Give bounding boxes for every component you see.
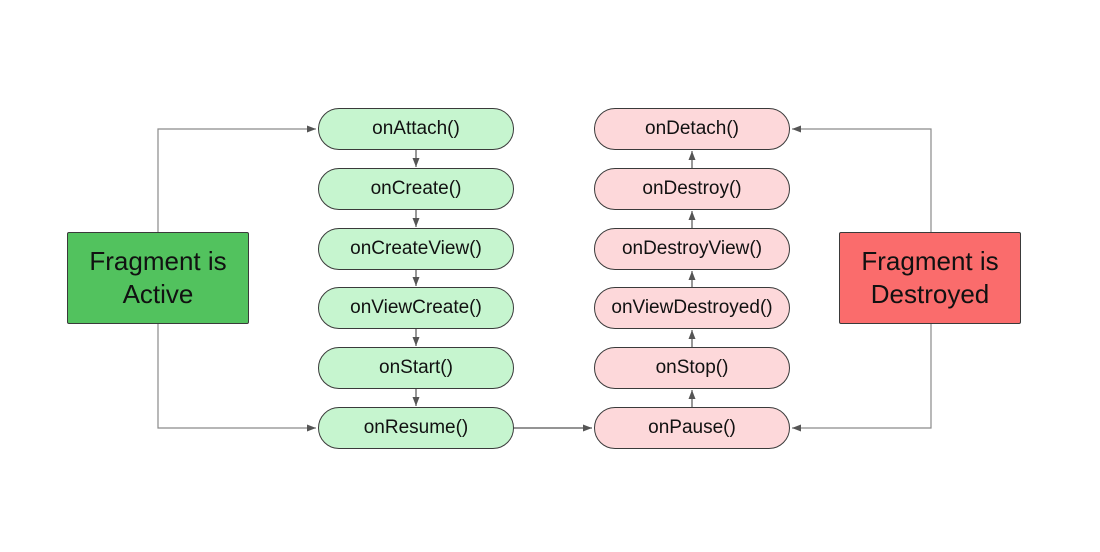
onpause-label: onPause() <box>648 417 736 438</box>
onstop-label: onStop() <box>655 357 729 378</box>
active-to-onattach-connector <box>157 125 316 232</box>
oncreateview-node: onCreateView() <box>318 228 514 270</box>
fragment-destroyed-label: Fragment is Destroyed <box>861 246 999 309</box>
ondestroyview-label: onDestroyView() <box>621 238 763 259</box>
ondestroy-label: onDestroy() <box>642 178 742 199</box>
onattach-label: onAttach() <box>372 118 460 139</box>
ondetach-label: onDetach() <box>645 118 739 139</box>
fragment-active-label: Fragment is Active <box>89 246 227 309</box>
active-to-onresume-connector <box>157 324 316 432</box>
ondestroyview-node: onDestroyView() <box>594 228 790 270</box>
onstop-node: onStop() <box>594 347 790 389</box>
destroyed-to-ondetach-connector <box>792 125 932 232</box>
fragment-destroyed-state-box: Fragment is Destroyed <box>839 232 1021 324</box>
onresume-node: onResume() <box>318 407 514 449</box>
onstart-node: onStart() <box>318 347 514 389</box>
ondetach-node: onDetach() <box>594 108 790 150</box>
onstart-label: onStart() <box>379 357 453 378</box>
onviewcreate-node: onViewCreate() <box>318 287 514 329</box>
oncreate-label: onCreate() <box>370 178 462 199</box>
oncreate-node: onCreate() <box>318 168 514 210</box>
onviewdestroyed-node: onViewDestroyed() <box>594 287 790 329</box>
onresume-label: onResume() <box>363 417 469 438</box>
destroyed-to-onpause-connector <box>792 324 932 432</box>
onattach-node: onAttach() <box>318 108 514 150</box>
onpause-node: onPause() <box>594 407 790 449</box>
ondestroy-node: onDestroy() <box>594 168 790 210</box>
fragment-active-state-box: Fragment is Active <box>67 232 249 324</box>
onviewdestroyed-label: onViewDestroyed() <box>611 297 773 318</box>
onviewcreate-label: onViewCreate() <box>350 297 482 318</box>
oncreateview-label: onCreateView() <box>350 238 482 259</box>
